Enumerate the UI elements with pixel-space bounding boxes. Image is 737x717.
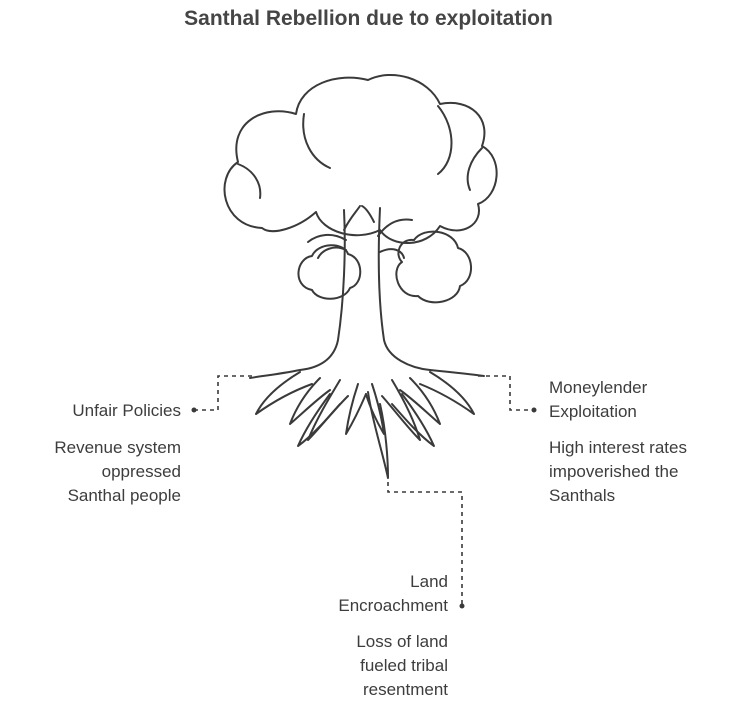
tree-canopy [223, 73, 498, 244]
connector-unfair-policies [196, 375, 252, 411]
heading-unfair-policies: Unfair Policies [72, 401, 181, 420]
tree-lobe-left [297, 244, 362, 300]
tree-lobe-right [395, 230, 472, 304]
description-unfair-policies: Revenue system oppressed Santhal people [54, 438, 181, 505]
connector-land [387, 482, 463, 604]
tree-roots [249, 369, 301, 379]
heading-moneylender-exploitation: Moneylender Exploitation [549, 378, 648, 421]
description-moneylender-exploitation: High interest rates impoverished the San… [549, 438, 687, 505]
diagram-title: Santhal Rebellion due to exploitation [184, 7, 553, 30]
description-land-encroachment: Loss of land fueled tribal resentment [356, 632, 448, 699]
connector-moneylender [478, 375, 532, 411]
heading-land-encroachment: Land Encroachment [338, 572, 448, 615]
tree-trunk [299, 209, 346, 371]
